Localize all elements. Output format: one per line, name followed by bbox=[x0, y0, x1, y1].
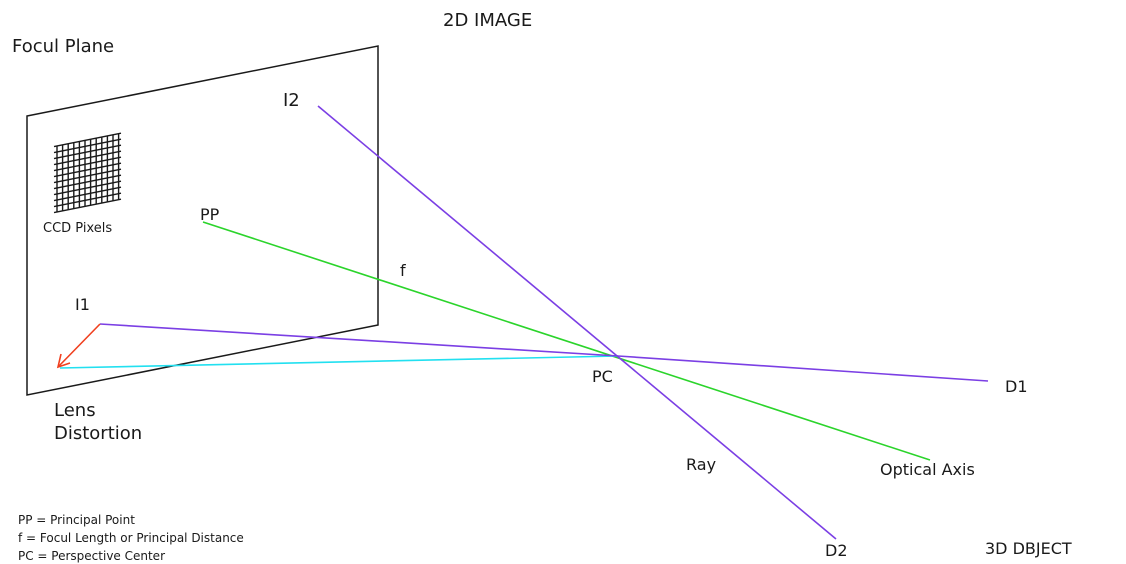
lens-distortion-label-line2: Distortion bbox=[54, 423, 142, 444]
focal-plane bbox=[26, 45, 379, 396]
ccd-grid-line bbox=[53, 156, 122, 172]
focal-length-label: f bbox=[400, 261, 406, 280]
o1-label: D1 bbox=[1005, 377, 1028, 396]
ccd-grid-line bbox=[53, 138, 122, 154]
optical-axis-label: Optical Axis bbox=[880, 460, 975, 479]
distorted-ray-line bbox=[59, 355, 619, 369]
legend: PP = Principal Point f = Focul Length or… bbox=[18, 513, 244, 563]
pc-label: PC bbox=[592, 367, 613, 386]
legend-item: PP = Principal Point bbox=[18, 513, 135, 527]
i2-label: I2 bbox=[283, 90, 300, 111]
ray-i2-o2 bbox=[317, 105, 837, 540]
lens-distortion-label-line1: Lens bbox=[54, 400, 96, 421]
ccd-grid-line bbox=[53, 144, 122, 160]
lens-distortion-arrow bbox=[56, 323, 101, 369]
ccd-grid-line bbox=[53, 186, 122, 202]
ccd-grid-line bbox=[53, 150, 122, 166]
o2-label: D2 bbox=[825, 541, 848, 560]
ccd-pixels-label: CCD Pixels bbox=[43, 221, 112, 236]
focal-plane-label: Focul Plane bbox=[12, 36, 114, 57]
ccd-grid-line bbox=[53, 180, 122, 196]
ray-label: Ray bbox=[686, 455, 716, 474]
optical-axis-line bbox=[202, 221, 931, 461]
object-3d-label: 3D DBJECT bbox=[985, 539, 1072, 558]
legend-item: f = Focul Length or Principal Distance bbox=[18, 531, 244, 545]
ccd-grid-line bbox=[53, 174, 122, 190]
ccd-grid-line bbox=[53, 192, 122, 208]
ray-i1-o1 bbox=[99, 323, 989, 382]
ccd-grid-line bbox=[53, 132, 122, 148]
ccd-grid-line bbox=[53, 162, 122, 178]
i1-label: I1 bbox=[75, 295, 90, 314]
ccd-pixel-grid bbox=[53, 132, 122, 214]
legend-item: PC = Perspective Center bbox=[18, 549, 165, 563]
ccd-grid-line bbox=[53, 168, 122, 184]
ccd-grid-line bbox=[53, 198, 122, 214]
title-2d-image: 2D IMAGE bbox=[443, 10, 532, 31]
pp-label: PP bbox=[200, 205, 220, 224]
